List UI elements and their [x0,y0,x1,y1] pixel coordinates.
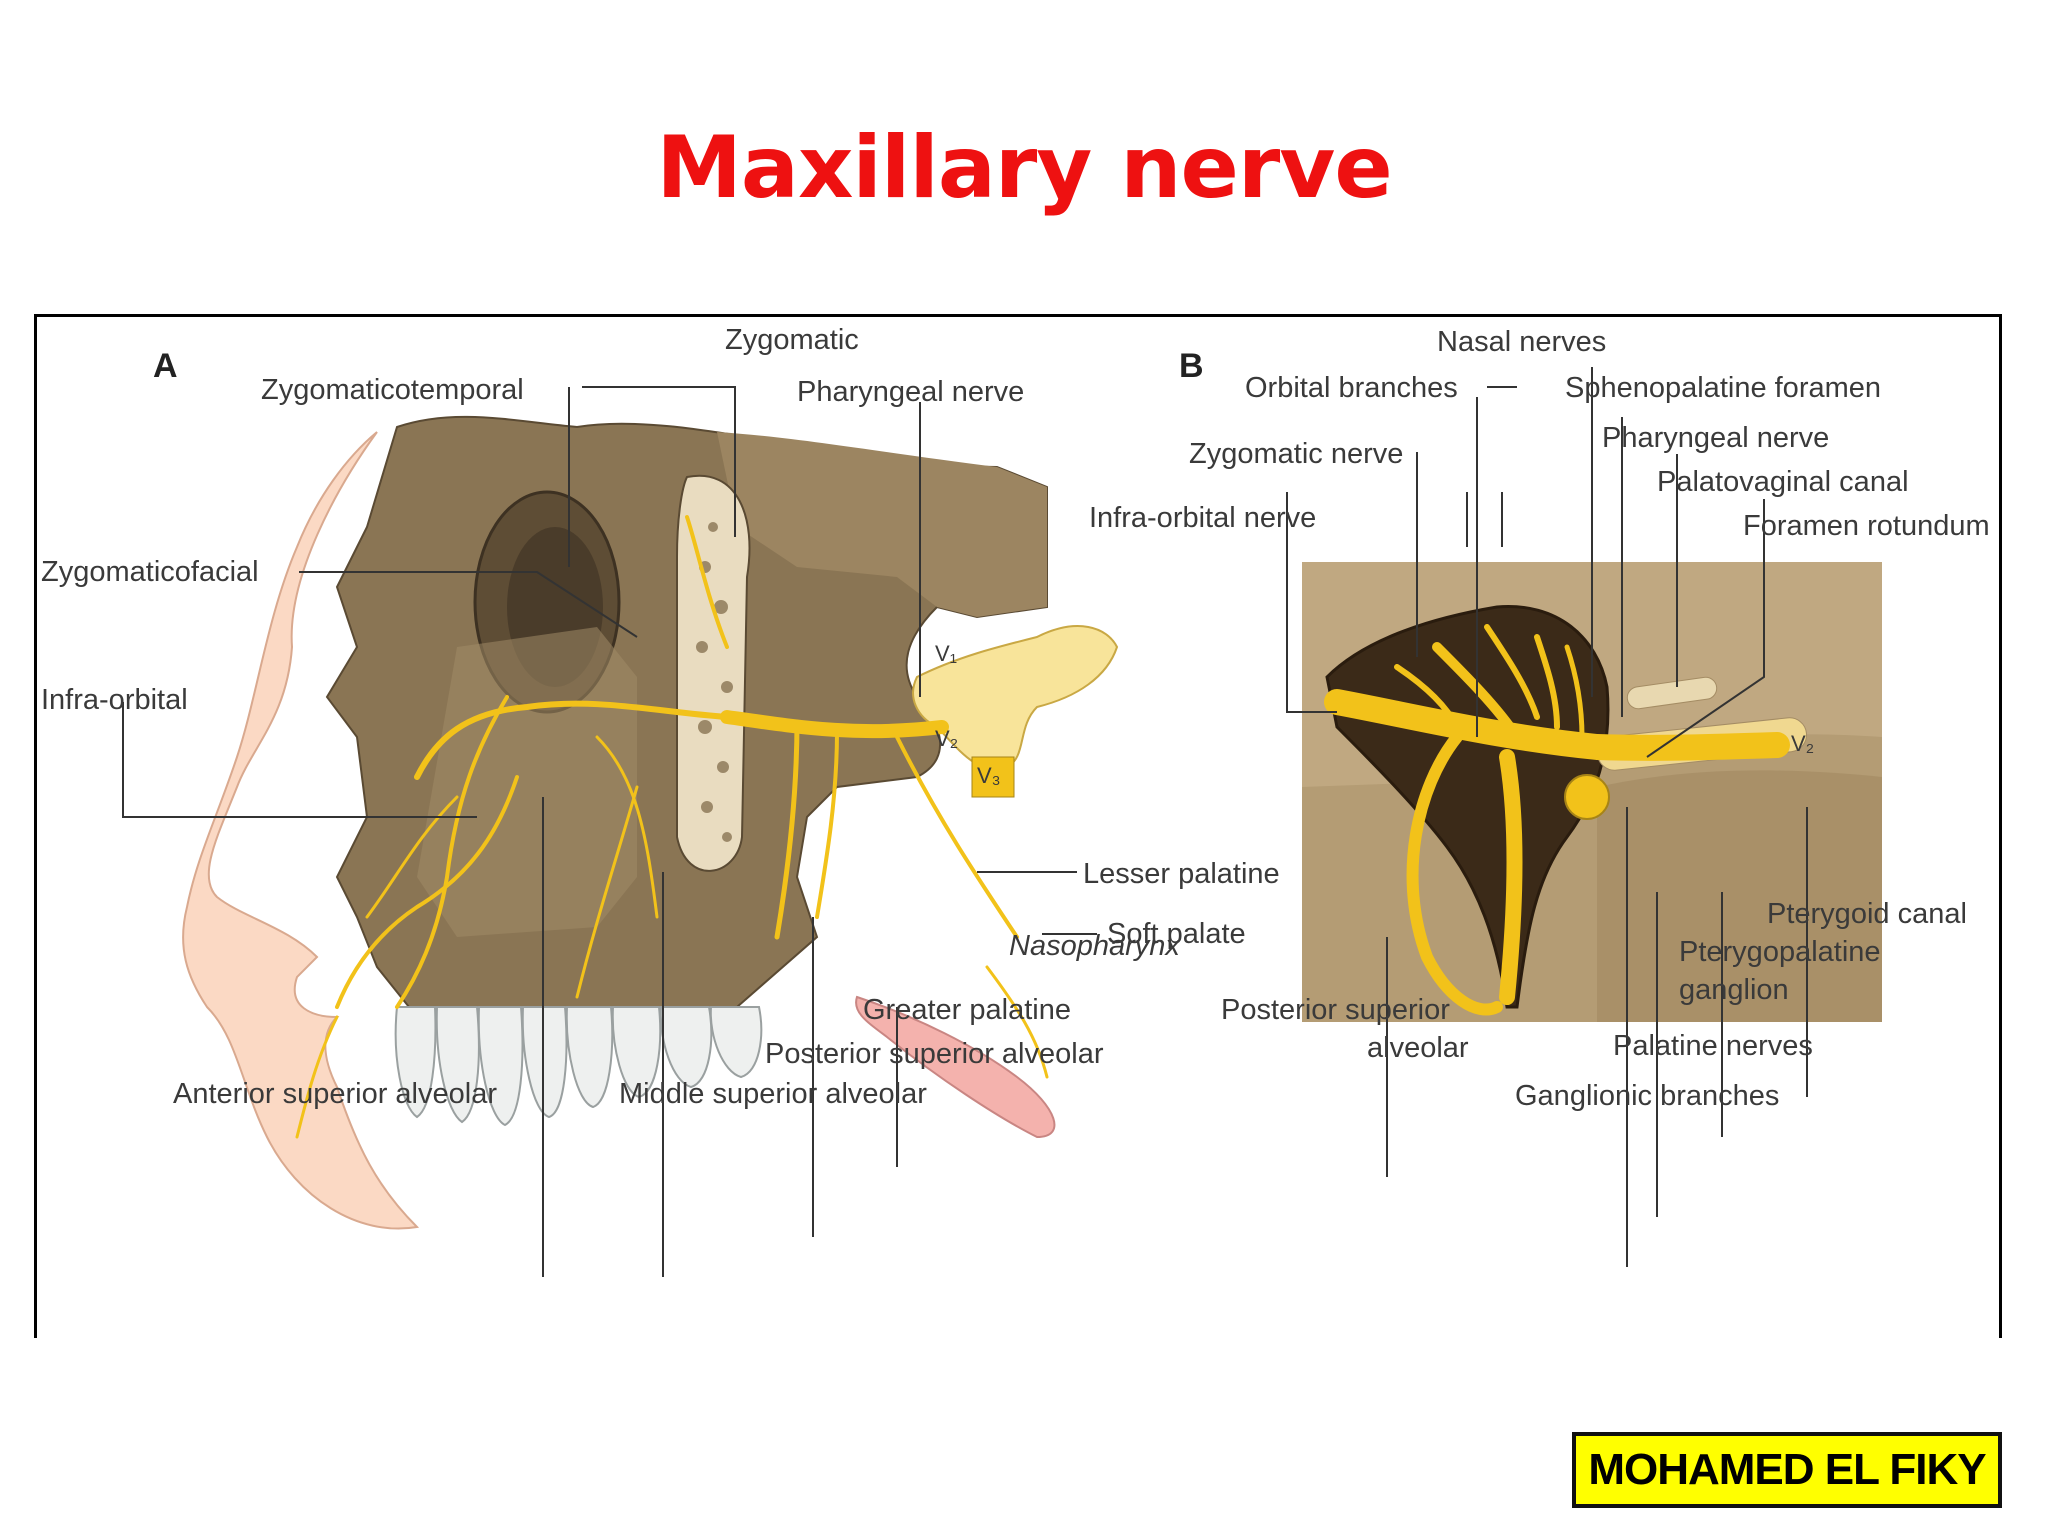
slide-title: Maxillary nerve [656,118,1392,218]
label-zygomaticofacial: Zygomaticofacial [41,556,259,588]
label-nasopharynx: Nasopharynx [1009,930,1180,962]
label-pharyngeal-nerve-b: Pharyngeal nerve [1602,422,1830,454]
anatomy-figure: A Zygomatic Zygomaticotemporal Pharyngea… [34,314,2002,1338]
label-foramen-rotundum: Foramen rotundum [1743,510,1990,542]
nerve-branches-a [295,515,1049,1139]
teeth [394,1006,763,1127]
trunk-label-v2: V₂ [935,726,959,751]
label-infra-orbital: Infra-orbital [41,684,188,716]
label-pterygopalatine-ganglion-1: Pterygopalatine [1679,936,1881,968]
label-greater-palatine: Greater palatine [863,994,1071,1026]
label-middle-superior-alveolar: Middle superior alveolar [619,1078,927,1110]
label-posterior-superior-alveolar-b1: Posterior superior [1221,994,1450,1026]
trunk-label-v1: V₁ [935,641,958,666]
label-anterior-superior-alveolar: Anterior superior alveolar [173,1078,497,1110]
author-watermark: MOHAMED EL FIKY [1572,1432,2002,1508]
label-zygomaticotemporal: Zygomaticotemporal [261,374,524,406]
leader-lines-b [1286,367,1808,1267]
label-posterior-superior-alveolar-b2: alveolar [1367,1032,1469,1064]
ganglion-b [1564,774,1610,820]
trunk-label-v3: V₃ [977,763,1001,788]
leader-lines-a [122,386,1097,1277]
label-lesser-palatine: Lesser palatine [1083,858,1280,890]
face-profile [182,431,420,1230]
label-palatovaginal-canal: Palatovaginal canal [1657,466,1909,498]
label-soft-palate: Soft palate [1107,918,1246,950]
label-posterior-superior-alveolar-a: Posterior superior alveolar [765,1038,1104,1070]
label-zygomatic-nerve: Zygomatic nerve [1189,438,1404,470]
trunk-label-v2-b: V₂ [1791,731,1815,756]
label-palatine-nerves: Palatine nerves [1613,1030,1813,1062]
label-nasal-nerves: Nasal nerves [1437,326,1607,358]
panel-a-letter: A [153,347,178,385]
label-sphenopalatine-foramen: Sphenopalatine foramen [1565,372,1882,404]
anatomy-illustration [122,367,1882,1277]
label-infra-orbital-nerve: Infra-orbital nerve [1089,502,1317,534]
label-pterygoid-canal: Pterygoid canal [1767,898,1967,930]
label-zygomatic: Zygomatic [725,324,859,356]
label-pterygopalatine-ganglion-2: ganglion [1679,974,1789,1006]
soft-palate [855,995,1056,1139]
label-pharyngeal-nerve-a: Pharyngeal nerve [797,376,1025,408]
label-ganglionic-branches: Ganglionic branches [1515,1080,1780,1112]
nerve-branches-b [1324,624,1790,1016]
panel-b-letter: B [1179,347,1204,385]
label-orbital-branches: Orbital branches [1245,372,1458,404]
zygomatic-arch [676,474,751,872]
